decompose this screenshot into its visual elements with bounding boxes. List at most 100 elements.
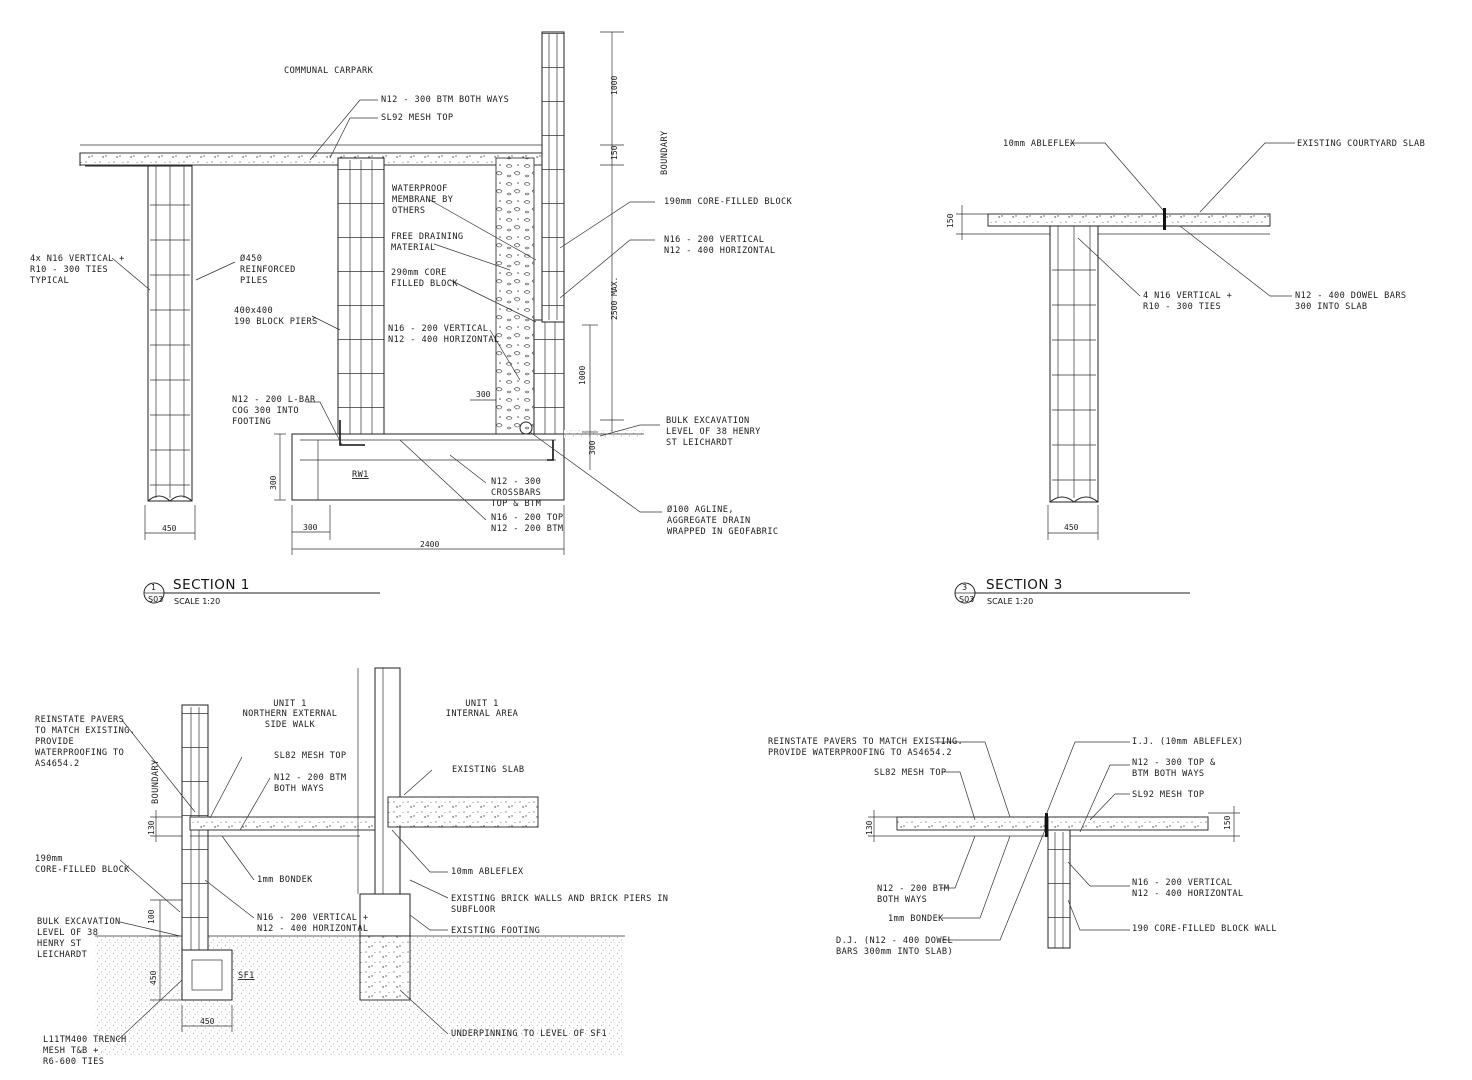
s1-free-draining (495, 157, 535, 435)
bl-label-exist-slab: EXISTING SLAB (452, 765, 524, 775)
bl-label-bulk-4: LEICHARDT (37, 950, 87, 960)
bl-dimensions (150, 810, 233, 1032)
bl-label-brick-2: SUBFLOOR (451, 905, 496, 915)
s1-ref-sheet: S03 (148, 595, 163, 604)
s1-area-label: COMMUNAL CARPARK (284, 66, 374, 76)
s1-label-core290-2: FILLED BLOCK (391, 279, 458, 289)
s1-label-core290-1: 290mm CORE (391, 268, 447, 278)
bl-label-wall-1: N16 - 200 VERTICAL + (257, 913, 368, 923)
bl-label-pavers-2: TO MATCH EXISTING. (35, 726, 135, 736)
s1-label-lbar-2: COG 300 INTO (232, 406, 299, 416)
s1-label-agline-2: AGGREGATE DRAIN (667, 516, 751, 526)
br-label-n12b-1: N12 - 200 BTM (877, 884, 949, 894)
s1-dim-1000b: 1000 (578, 366, 587, 385)
s3-dim-150: 150 (946, 213, 955, 228)
s1-label-cross-2: CROSSBARS (491, 488, 541, 498)
s1-dim-300w: 300 (303, 523, 318, 532)
s1-label-agline-1: Ø100 AGLINE, (667, 504, 734, 515)
section-3-drawing: 150 450 10mm ABLEFLEX EXISTING COURTYARD… (946, 139, 1425, 606)
bl-label-pavers-3: PROVIDE (35, 737, 74, 747)
s1-dim-2500: 2500 MAX. (610, 277, 619, 320)
s3-title-block: 3 S03 SECTION 3 SCALE 1:20 (954, 577, 1190, 606)
s1-label-drain-1: FREE DRAINING (391, 232, 463, 242)
bl-dim-130: 130 (147, 820, 156, 835)
s1-dim-450: 450 (162, 524, 177, 533)
s3-label-bars-1: 4 N16 VERTICAL + (1143, 291, 1232, 301)
s1-label-wallbars-r2: N12 - 400 HORIZONTAL (664, 246, 775, 256)
s1-dim-300v: 300 (588, 440, 597, 455)
s3-dim-450: 450 (1064, 523, 1079, 532)
s3-scale: SCALE 1:20 (987, 597, 1033, 606)
bl-existing-wall (374, 667, 401, 895)
br-label-bondek: 1mm BONDEK (888, 914, 944, 924)
s1-label-piles-2: REINFORCED (240, 265, 296, 275)
s1-label-wallbars-r1: N16 - 200 VERTICAL (664, 235, 764, 245)
s1-label-membrane-1: WATERPROOF (392, 184, 448, 194)
s1-label-membrane-3: OTHERS (392, 206, 425, 216)
s1-label-mesh-top: SL92 MESH TOP (381, 113, 453, 123)
bl-label-pavers-5: AS4654.2 (35, 759, 80, 769)
s1-slab (79, 152, 551, 166)
br-label-dj-1: D.J. (N12 - 400 DOWEL (836, 936, 953, 946)
bl-leaders (117, 719, 449, 1041)
br-slab-right (1047, 816, 1209, 831)
s1-label-piles-1: Ø450 (240, 253, 262, 264)
s3-pile (1049, 225, 1099, 503)
br-label-block: 190 CORE-FILLED BLOCK WALL (1132, 924, 1277, 934)
bl-label-core-1: 190mm (35, 854, 63, 864)
s1-label-cross-3: TOP & BTM (491, 499, 541, 509)
s1-label-core190: 190mm CORE-FILLED BLOCK (664, 197, 793, 207)
bl-label-trench-3: R6-600 TIES (43, 1057, 104, 1067)
bl-label-pavers-1: REINSTATE PAVERS (35, 715, 124, 725)
br-slab-left (896, 816, 1046, 831)
bl-label-unit-ext-2: NORTHERN EXTERNAL (243, 709, 338, 719)
s1-dimensions (144, 31, 624, 555)
bl-existing-slab (387, 796, 539, 828)
s3-title: SECTION 3 (986, 577, 1063, 593)
s1-label-pile-bars-3: TYPICAL (30, 276, 69, 286)
br-label-dj-2: BARS 300mm INTO SLAB) (836, 947, 953, 957)
s1-leaders (111, 99, 662, 521)
bl-slab (189, 816, 376, 831)
bl-label-trench-2: MESH T&B + (43, 1046, 99, 1056)
s3-label-dowel-1: N12 - 400 DOWEL BARS (1295, 291, 1406, 301)
s1-label-agline-3: WRAPPED IN GEOFABRIC (667, 527, 778, 537)
bl-dim-450v: 450 (149, 970, 158, 985)
s3-leaders (1070, 142, 1295, 297)
br-leaders (935, 741, 1130, 941)
bl-label-bulk-1: BULK EXCAVATION (37, 917, 121, 927)
bl-label-n12-1: N12 - 200 BTM (274, 773, 346, 783)
s1-label-lbar-3: FOOTING (232, 417, 271, 427)
bl-label-unit-ext-3: SIDE WALK (265, 720, 316, 730)
s1-label-pile-bars-1: 4x N16 VERTICAL + (30, 254, 125, 264)
s1-label-bulk-2: LEVEL OF 38 HENRY (666, 427, 761, 437)
bl-boundary: BOUNDARY (151, 759, 161, 804)
s1-dim-1000: 1000 (610, 76, 619, 95)
s3-ref-sheet: S03 (959, 595, 974, 604)
s1-190-block (541, 31, 565, 323)
bl-label-ex-footing: EXISTING FOOTING (451, 926, 540, 936)
s3-ref-num: 3 (962, 583, 967, 592)
s1-label-lbar-1: N12 - 200 L-BAR (232, 395, 316, 405)
s1-title: SECTION 1 (173, 577, 250, 593)
br-label-wall-1: N16 - 200 VERTICAL (1132, 878, 1232, 888)
bl-sf-tag: SF1 (238, 971, 255, 981)
s1-title-block: 1 S03 SECTION 1 SCALE 1:20 (143, 577, 380, 606)
s1-label-drain-2: MATERIAL (391, 243, 436, 253)
bl-dim-450h: 450 (200, 1017, 215, 1026)
bl-underpinning (359, 935, 411, 1001)
br-dim-130: 130 (865, 820, 874, 835)
section-br-drawing: 130 150 REINSTATE PAVERS TO MATCH EXISTI… (768, 737, 1277, 957)
s1-dim-150: 150 (610, 145, 619, 160)
s3-dimensions (956, 205, 1099, 540)
br-dim-150: 150 (1223, 815, 1232, 830)
br-label-n12b-2: BOTH WAYS (877, 895, 927, 905)
s1-ref-num: 1 (151, 583, 156, 592)
s3-label-existing: EXISTING COURTYARD SLAB (1297, 139, 1425, 149)
bl-label-trench-1: L11TM400 TRENCH (43, 1035, 127, 1045)
bl-existing-footing (359, 893, 411, 937)
bl-label-sl82: SL82 MESH TOP (274, 751, 346, 761)
br-isolation-joint (1045, 813, 1048, 837)
s1-label-mesh-btm: N12 - 300 BTM BOTH WAYS (381, 95, 509, 105)
